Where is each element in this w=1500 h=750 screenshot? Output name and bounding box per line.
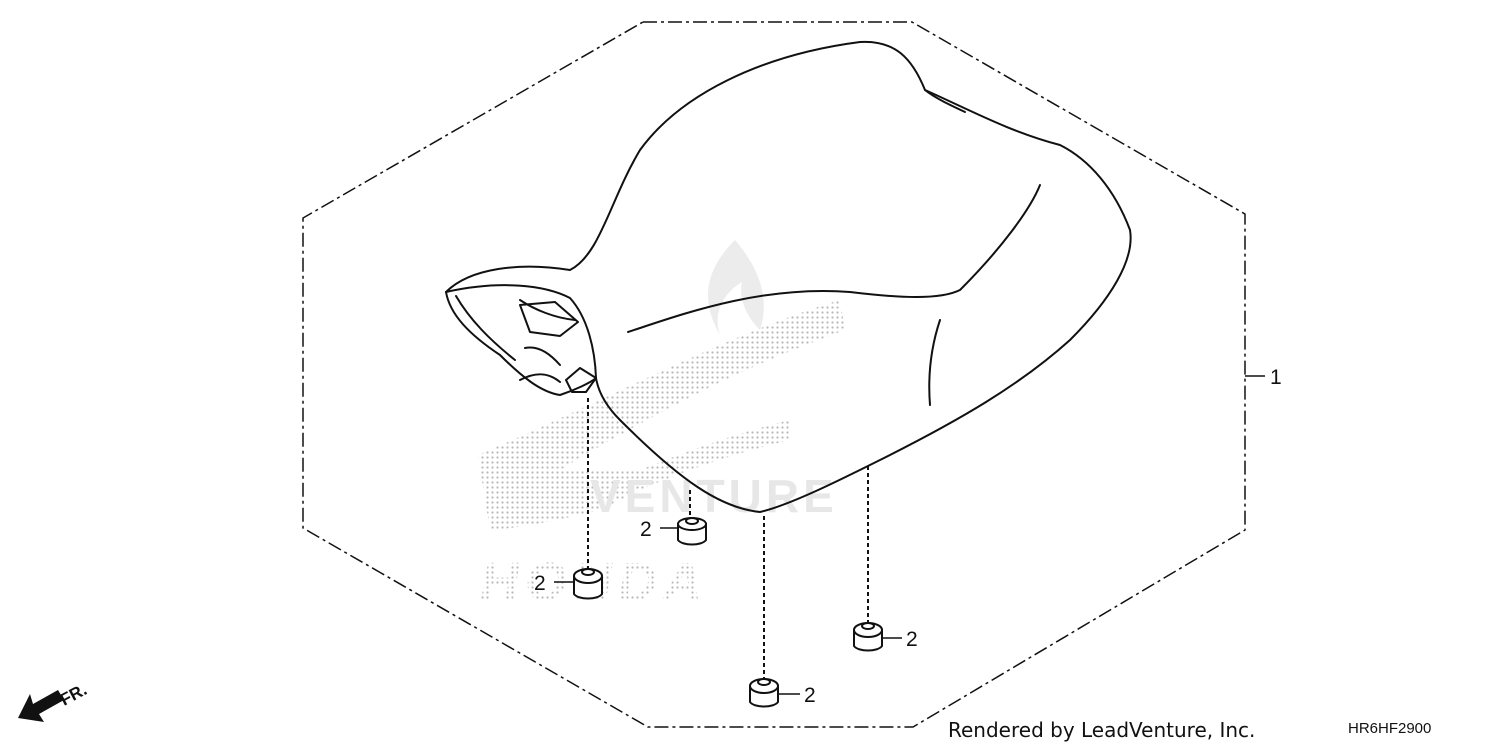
callout-rubber-2: 2 bbox=[534, 572, 546, 595]
callout-rubber-4: 2 bbox=[906, 628, 918, 651]
front-arrow-icon bbox=[18, 690, 64, 722]
setting-rubber-3 bbox=[749, 516, 779, 708]
front-direction-indicator: FR. bbox=[18, 680, 90, 722]
seat-rear-inner bbox=[455, 295, 576, 383]
setting-rubber-1 bbox=[677, 490, 707, 546]
seat-top-contour bbox=[627, 184, 1041, 333]
watermark-flame bbox=[708, 240, 764, 335]
watermark: VENTURE HONDA bbox=[478, 240, 845, 612]
callout-seat: 1 bbox=[1270, 366, 1282, 389]
seat-outline bbox=[445, 40, 1132, 513]
setting-rubber-2 bbox=[573, 398, 603, 600]
callout-rubber-3: 2 bbox=[804, 684, 816, 707]
seat-side-contour bbox=[928, 319, 941, 406]
seat-latch bbox=[519, 301, 597, 393]
seat-rear-edge bbox=[445, 284, 597, 396]
watermark-wing bbox=[478, 300, 845, 530]
seat-front-lip bbox=[924, 89, 966, 113]
seat-assembly bbox=[445, 40, 1132, 513]
assembly-boundary bbox=[302, 21, 1246, 728]
callout-rubber-1: 2 bbox=[640, 518, 652, 541]
front-label: FR. bbox=[57, 680, 90, 710]
setting-rubber-4 bbox=[853, 466, 883, 652]
diagram-code: HR6HF2900 bbox=[1348, 720, 1432, 737]
render-credit: Rendered by LeadVenture, Inc. bbox=[948, 718, 1256, 742]
